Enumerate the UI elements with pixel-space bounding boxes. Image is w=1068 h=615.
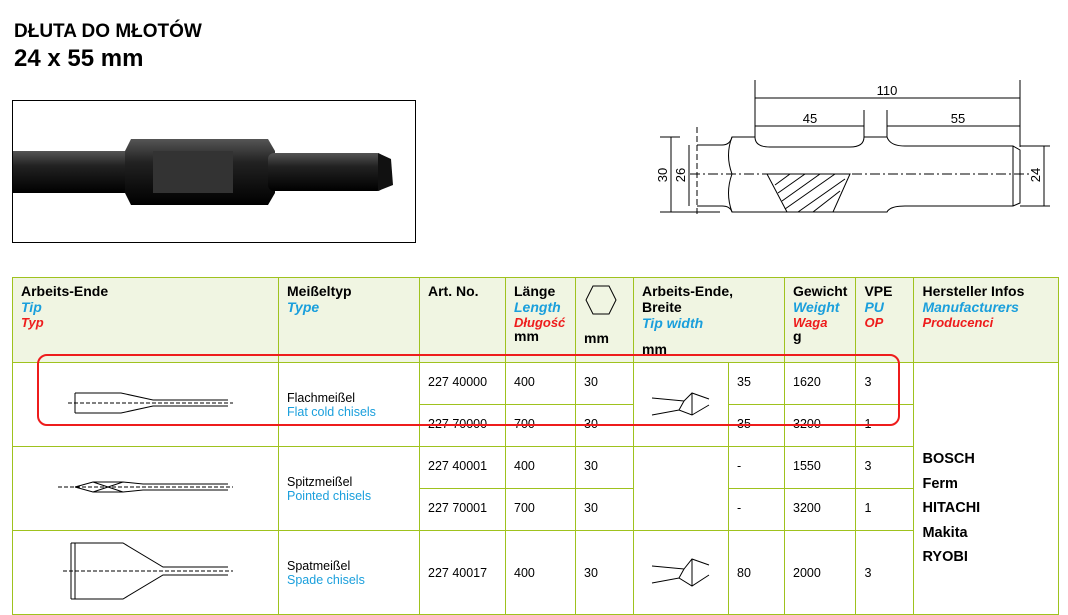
pu: 1 xyxy=(855,488,915,531)
spade-chisel-drawing xyxy=(12,530,279,615)
tip-width: 80 xyxy=(728,530,785,615)
length: 400 xyxy=(505,530,576,615)
hex: 30 xyxy=(575,362,634,405)
dim-total: 110 xyxy=(877,83,898,98)
hex: 30 xyxy=(575,530,634,615)
tip-width: 35 xyxy=(728,362,785,405)
length: 400 xyxy=(505,446,576,489)
hexagon-icon xyxy=(585,285,617,315)
tip-width-drawing-empty xyxy=(633,446,729,531)
product-photo xyxy=(12,100,416,243)
art-no: 227 40017 xyxy=(419,530,506,615)
tip-width: - xyxy=(728,446,785,489)
header-artno: Art. No. xyxy=(419,277,506,363)
art-no: 227 70001 xyxy=(419,488,506,531)
page-subtitle: 24 x 55 mm xyxy=(14,45,144,72)
tip-width: - xyxy=(728,488,785,531)
pu: 3 xyxy=(855,530,915,615)
page-title: DŁUTA DO MŁOTÓW xyxy=(14,21,202,42)
hex: 30 xyxy=(575,446,634,489)
flat-chisel-drawing xyxy=(12,362,279,447)
pointed-chisel-drawing xyxy=(12,446,279,531)
dim-height-outer: 30 xyxy=(655,168,670,182)
length: 400 xyxy=(505,362,576,405)
length: 700 xyxy=(505,488,576,531)
dim-shank: 24 xyxy=(1028,168,1043,182)
art-no: 227 40001 xyxy=(419,446,506,489)
tip-width-drawing xyxy=(633,530,729,615)
pu: 3 xyxy=(855,446,915,489)
weight: 2000 xyxy=(783,530,857,615)
weight: 1550 xyxy=(783,446,857,489)
weight: 3200 xyxy=(783,488,857,531)
technical-drawing: 110 45 55 30 26 24 xyxy=(655,80,1050,215)
highlight-box xyxy=(37,354,900,426)
dim-height-inner: 26 xyxy=(673,168,688,182)
art-no: 227 40000 xyxy=(419,362,506,405)
dim-right: 55 xyxy=(951,111,965,126)
hex: 30 xyxy=(575,488,634,531)
dim-left: 45 xyxy=(803,111,817,126)
header-hex: mm xyxy=(575,277,634,363)
